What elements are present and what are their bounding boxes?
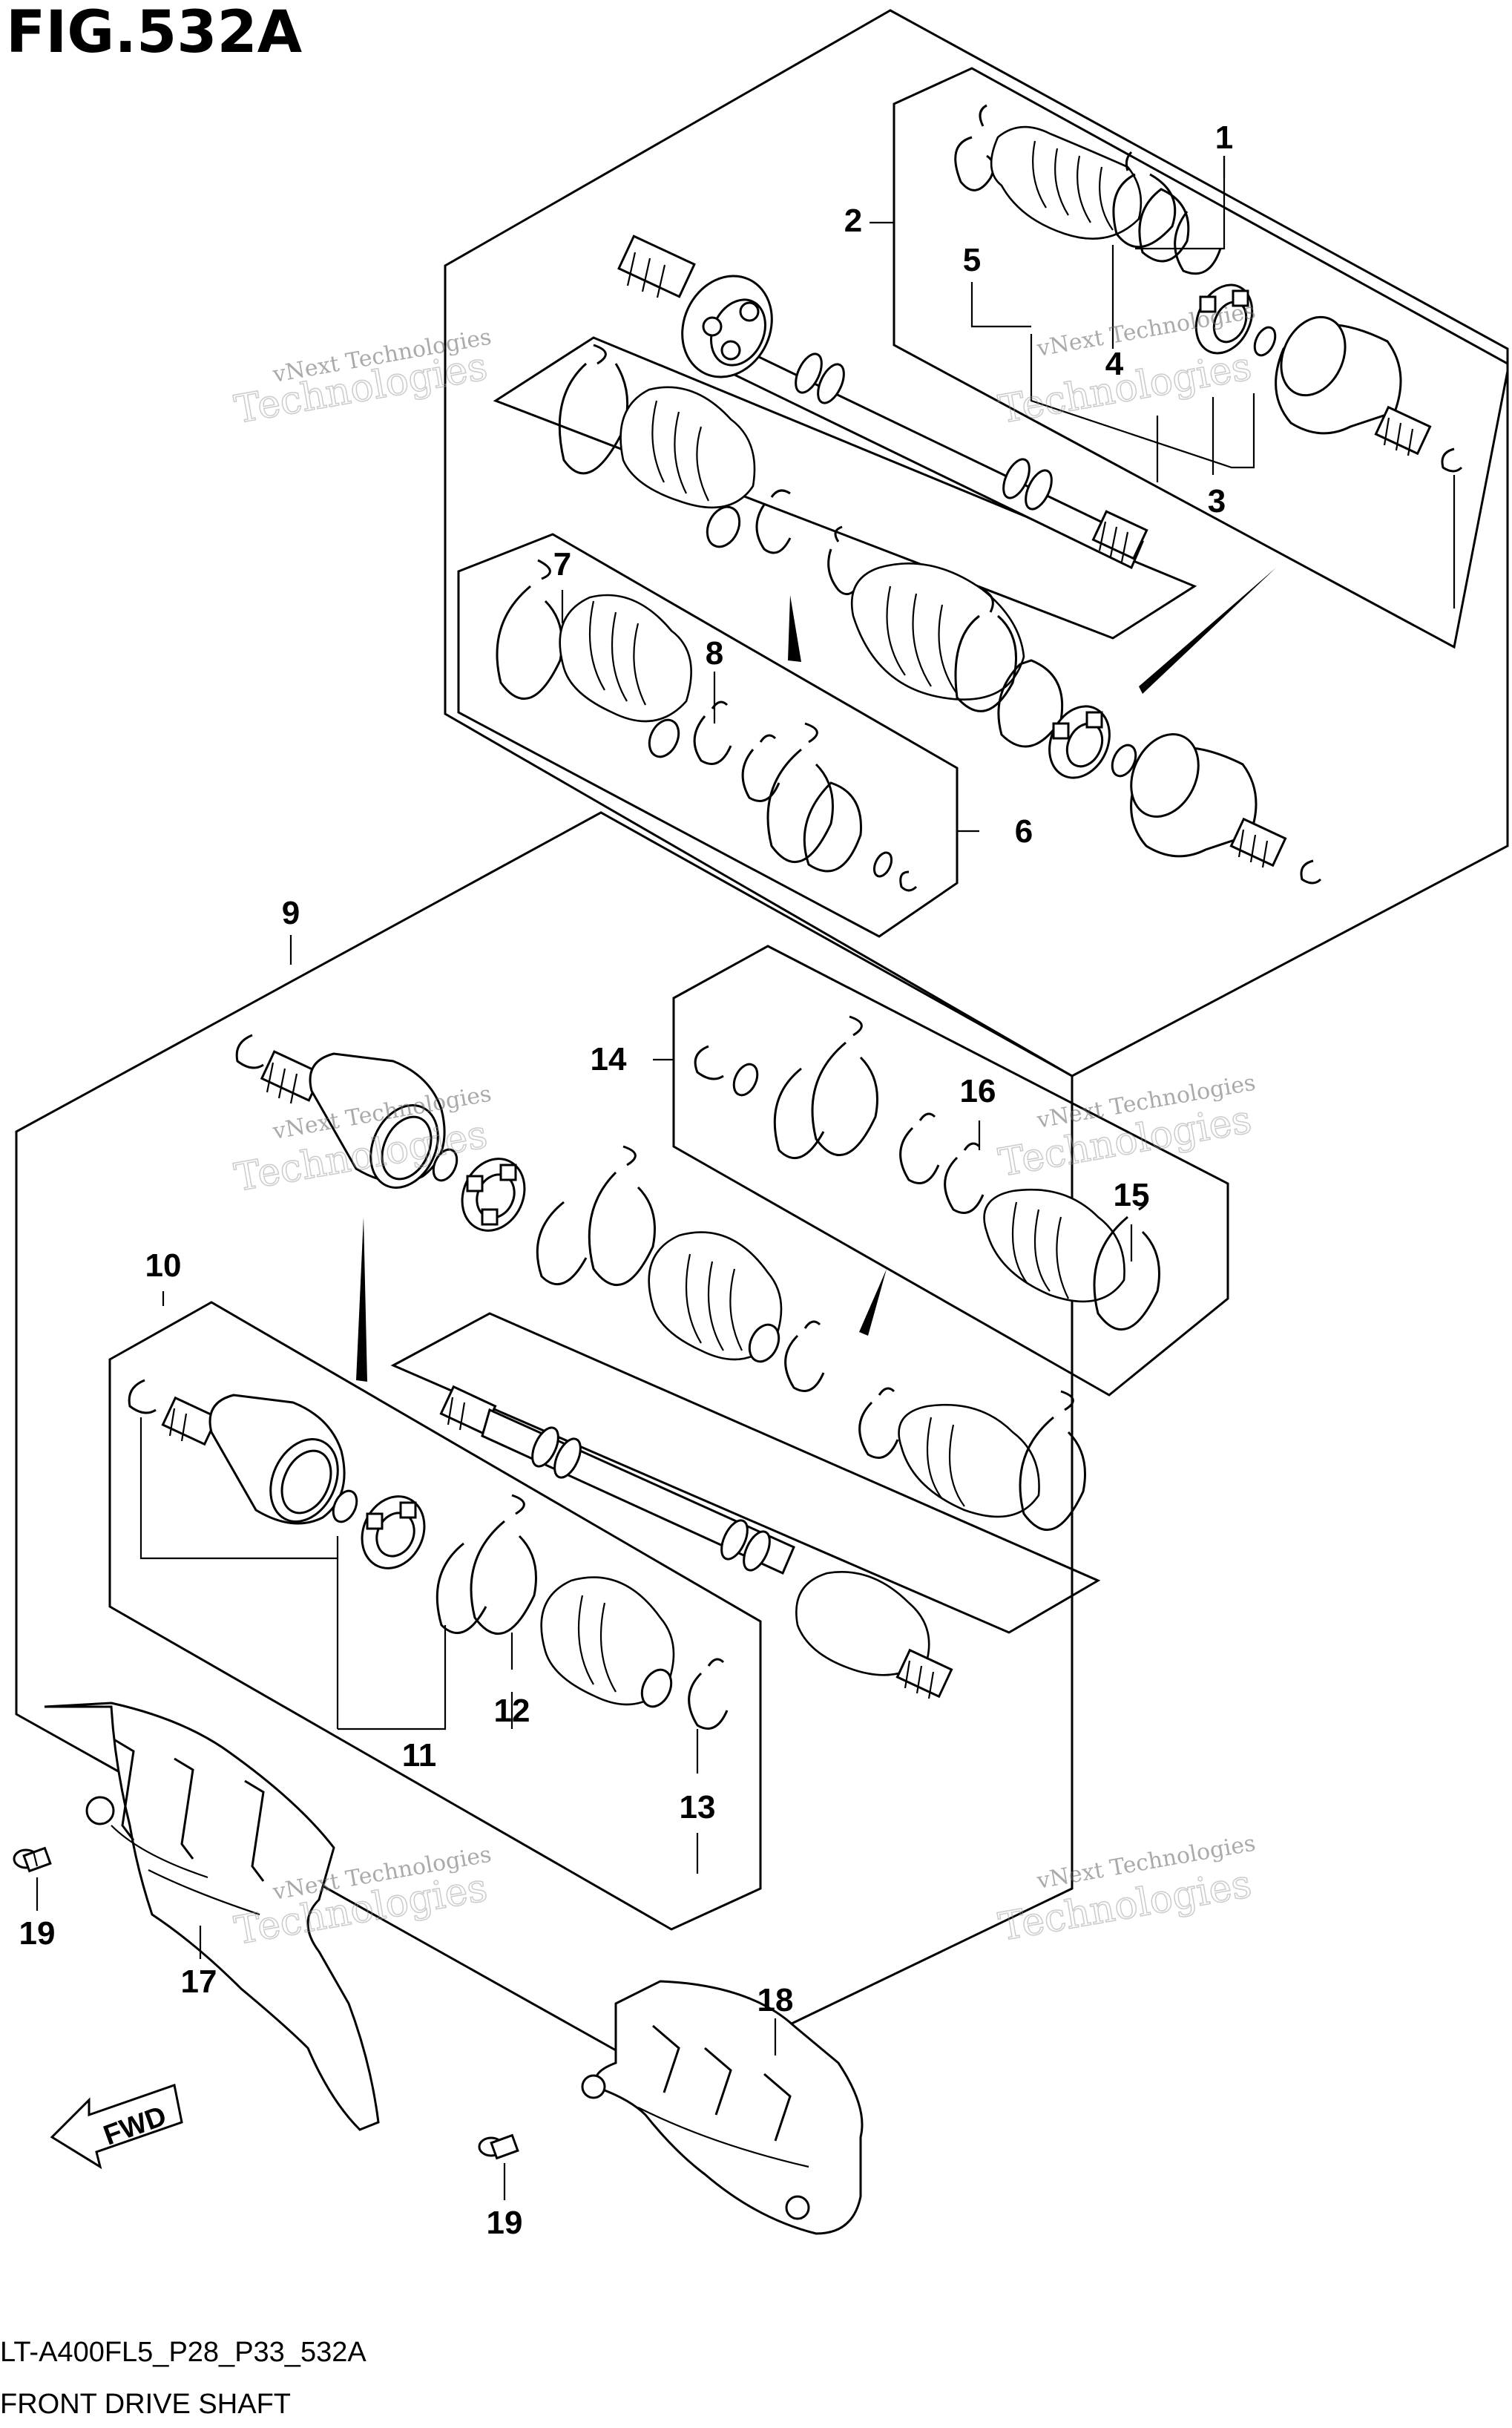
upper-shaft-strip bbox=[493, 336, 1197, 640]
callout-1: 1 bbox=[1215, 119, 1233, 156]
outer-joint-parts bbox=[954, 104, 1463, 473]
upper-inner-boot-parts bbox=[558, 344, 1322, 885]
callout-5: 5 bbox=[963, 242, 981, 278]
callout-9: 9 bbox=[282, 895, 300, 931]
boot-kit-box-lower bbox=[672, 945, 1229, 1397]
callout-18: 18 bbox=[757, 1982, 794, 2018]
leader-line-5 bbox=[970, 282, 1031, 328]
callout-6: 6 bbox=[1015, 813, 1033, 850]
callout-19-right: 19 bbox=[487, 2205, 523, 2241]
callout-8: 8 bbox=[706, 635, 723, 672]
callout-12: 12 bbox=[494, 1693, 530, 1729]
lower-inner-joint-parts bbox=[235, 1034, 825, 1392]
leader-line-11 bbox=[139, 1417, 339, 1560]
callout-19-left: 19 bbox=[19, 1915, 56, 1952]
model-code: LT-A400FL5_P28_P33_532A bbox=[0, 2337, 367, 2368]
lower-drive-shaft bbox=[439, 1385, 1086, 1699]
callout-7: 7 bbox=[553, 546, 571, 583]
skid-plate-left bbox=[44, 1702, 380, 2131]
bolt-19-right bbox=[478, 2133, 519, 2160]
leader-line-11c bbox=[338, 1625, 447, 1730]
callout-15: 15 bbox=[1114, 1177, 1150, 1213]
upper-drive-shaft bbox=[617, 234, 1148, 570]
figure-title: FIG.532A bbox=[6, 0, 302, 66]
callout-16: 16 bbox=[960, 1073, 996, 1109]
callout-3: 3 bbox=[1208, 483, 1226, 519]
leader-line-1 bbox=[1135, 156, 1226, 250]
callout-17: 17 bbox=[181, 1963, 217, 2000]
svg-text:Technologies: Technologies bbox=[996, 344, 1255, 433]
inner-joint-kit-10-parts bbox=[128, 1379, 729, 1730]
pointer-wedge bbox=[1139, 568, 1276, 694]
callout-11: 11 bbox=[402, 1737, 437, 1774]
callout-13: 13 bbox=[680, 1789, 716, 1825]
pointer-wedge bbox=[788, 595, 801, 662]
callout-14: 14 bbox=[591, 1041, 627, 1077]
figure-caption: FRONT DRIVE SHAFT bbox=[0, 2389, 291, 2420]
outer-joint-kit-box bbox=[893, 67, 1509, 649]
leader-line-3 bbox=[1030, 334, 1255, 469]
inner-joint-kit-box bbox=[108, 1301, 762, 1931]
boot-kit-14-parts bbox=[694, 1015, 1160, 1331]
callout-2: 2 bbox=[844, 203, 862, 239]
boot-kit-box-upper bbox=[457, 533, 959, 938]
upper-assembly-outline bbox=[444, 9, 1509, 1077]
fwd-arrow-icon: FWD bbox=[50, 2084, 183, 2170]
skid-plate-right bbox=[581, 1980, 864, 2235]
pointer-wedge bbox=[356, 1217, 367, 1382]
lower-shaft-strip bbox=[390, 1312, 1101, 1634]
boot-kit-6-parts bbox=[496, 559, 918, 892]
pointer-wedge bbox=[859, 1269, 887, 1336]
callout-10: 10 bbox=[145, 1247, 182, 1284]
callout-4: 4 bbox=[1105, 346, 1124, 382]
bolt-19-left bbox=[13, 1846, 52, 1873]
lower-assembly-outline bbox=[15, 811, 1074, 2083]
